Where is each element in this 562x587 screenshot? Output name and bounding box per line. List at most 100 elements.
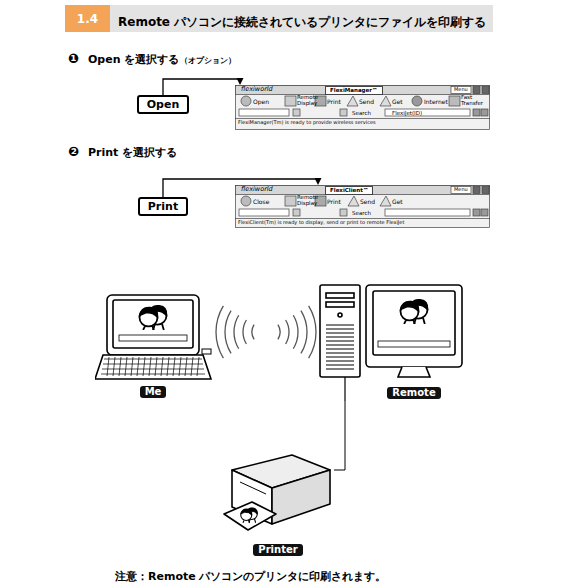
desktop-illustration-part-part — [398, 367, 430, 377]
wireless-waves-part — [216, 306, 223, 358]
toolbar-button-label: Print — [327, 199, 341, 206]
header-band — [65, 5, 493, 32]
toolbar-screenshot-part-part — [380, 96, 391, 106]
toolbar-screenshot-part-part — [385, 209, 470, 216]
status-text: FlexiManager(Tm) is ready to provide wir… — [238, 120, 376, 126]
tower-vents-part — [326, 349, 354, 350]
toolbar-screenshot-part-part — [236, 186, 490, 195]
step-number: ❷ — [68, 145, 79, 160]
toolbar-screenshot-part-part — [239, 109, 289, 116]
toolbar-screenshot-part — [235, 86, 490, 130]
desktop-illustration-part-part — [344, 377, 345, 401]
keyboard-keys — [101, 357, 205, 376]
toolbar-screenshot-part-part — [473, 109, 480, 116]
desktop-remote: Remote — [318, 283, 464, 401]
laptop-me: Me — [95, 293, 212, 400]
step-text: Print を選択する — [88, 147, 177, 160]
tower-vents-part — [326, 369, 354, 370]
keyboard-keys-part — [179, 357, 181, 376]
desktop-illustration-part-part — [326, 302, 354, 307]
desktop-illustration-part-part — [366, 285, 462, 367]
toolbar-button-label: Internet — [424, 99, 448, 106]
keyboard-keys-part — [137, 357, 139, 376]
toolbar-screenshot-part-part — [241, 96, 251, 106]
printer: Printer — [222, 452, 334, 558]
search-field-text: FlexiJet(ID) — [392, 110, 422, 116]
toolbar-screenshot-part-part — [315, 196, 326, 206]
callout-button: Print — [138, 197, 188, 216]
tower-vents-part — [326, 325, 354, 326]
laptop-illustration-part-part — [107, 295, 199, 355]
keyboard-keys-part — [101, 374, 205, 375]
toolbar-button-label: Send — [359, 99, 374, 106]
laptop-illustration-part-part — [202, 349, 211, 354]
wireless-waves-part — [234, 315, 239, 348]
button-text: Open — [147, 97, 180, 112]
keyboard-keys-part — [155, 357, 157, 376]
toolbar-button-label: Send — [360, 199, 375, 206]
desktop-illustration-part-part — [326, 293, 354, 298]
desktop-illustration-part-part — [401, 300, 428, 324]
keyboard-keys-part — [197, 357, 199, 376]
toolbar-screenshot-part-part — [451, 187, 471, 194]
keyboard-keys-part — [191, 357, 193, 376]
keyboard-keys-part — [119, 357, 121, 376]
tower-vents-part — [326, 329, 354, 330]
toolbar-screenshot-part-part — [236, 86, 490, 95]
toolbar-screenshot-part — [235, 186, 490, 228]
desktop-illustration-part-part — [373, 291, 455, 355]
wireless-waves — [216, 306, 316, 358]
laptop-illustration-part-part — [119, 335, 187, 341]
tower-vents-part — [326, 361, 354, 362]
keyboard-keys-part — [131, 357, 133, 376]
keyboard-keys-part — [104, 359, 202, 360]
toolbar-screenshot-part-part — [340, 209, 347, 216]
keyboard-keys-part — [113, 357, 115, 376]
toolbar-screenshot-part-part — [449, 96, 460, 106]
toolbar-button-label: Open — [253, 99, 269, 106]
status-text: FlexiClient(Tm) is ready to display, sen… — [238, 220, 404, 226]
window-logo: flexiworld — [241, 186, 273, 193]
device-label: Printer — [253, 544, 302, 556]
laptop-illustration-part-part — [95, 355, 211, 379]
toolbar-screenshot-part-part — [451, 87, 471, 94]
toolbar-screenshot-part-part — [473, 187, 480, 194]
toolbar-screenshot-part-part — [241, 196, 251, 206]
keyboard-keys-part — [103, 364, 203, 365]
laptop-illustration-part — [95, 295, 211, 379]
keyboard-keys-part — [107, 357, 109, 376]
printer-illustration-part-part — [241, 508, 258, 523]
desktop-illustration-part — [320, 285, 462, 401]
wireless-waves-part — [252, 325, 254, 340]
printer-illustration-part — [224, 455, 330, 530]
toolbar-screenshot-part-part — [239, 209, 289, 216]
keyboard-keys-part — [167, 357, 169, 376]
tower-vents-part — [326, 337, 354, 338]
tower-vents-part — [326, 353, 354, 354]
toolbar-screenshot-part-part — [380, 196, 391, 206]
toolbar-screenshot-part-part — [236, 186, 490, 228]
toolbar-screenshot-part-part — [348, 196, 359, 206]
wireless-waves-part — [286, 320, 289, 344]
keyboard-keys-part — [161, 357, 163, 376]
connector — [334, 401, 345, 470]
printer-illustration-part-part — [240, 482, 266, 494]
device-label: Me — [140, 386, 167, 398]
menu-button: Menu — [454, 87, 468, 93]
window-logo: flexiworld — [241, 86, 273, 93]
button-text: Print — [148, 199, 178, 214]
toolbar-screenshot-part-part — [293, 109, 300, 116]
device-label: Remote — [387, 387, 440, 399]
wireless-waves-part — [309, 306, 316, 358]
toolbar-button-label: Close — [253, 199, 269, 206]
toolbar-screenshot-part-part — [236, 86, 490, 130]
desktop-illustration-part-part — [378, 341, 450, 347]
window-tab: FlexiManager™ — [325, 86, 383, 95]
toolbar-screenshot-part-part — [293, 209, 300, 216]
callout-button: Open — [137, 95, 190, 114]
desktop-illustration-part-part — [338, 313, 342, 317]
tower-vents — [326, 325, 354, 369]
search-label: Search — [352, 210, 371, 216]
tower-vents-part — [326, 345, 354, 346]
laptop-illustration-part-part — [140, 306, 167, 330]
